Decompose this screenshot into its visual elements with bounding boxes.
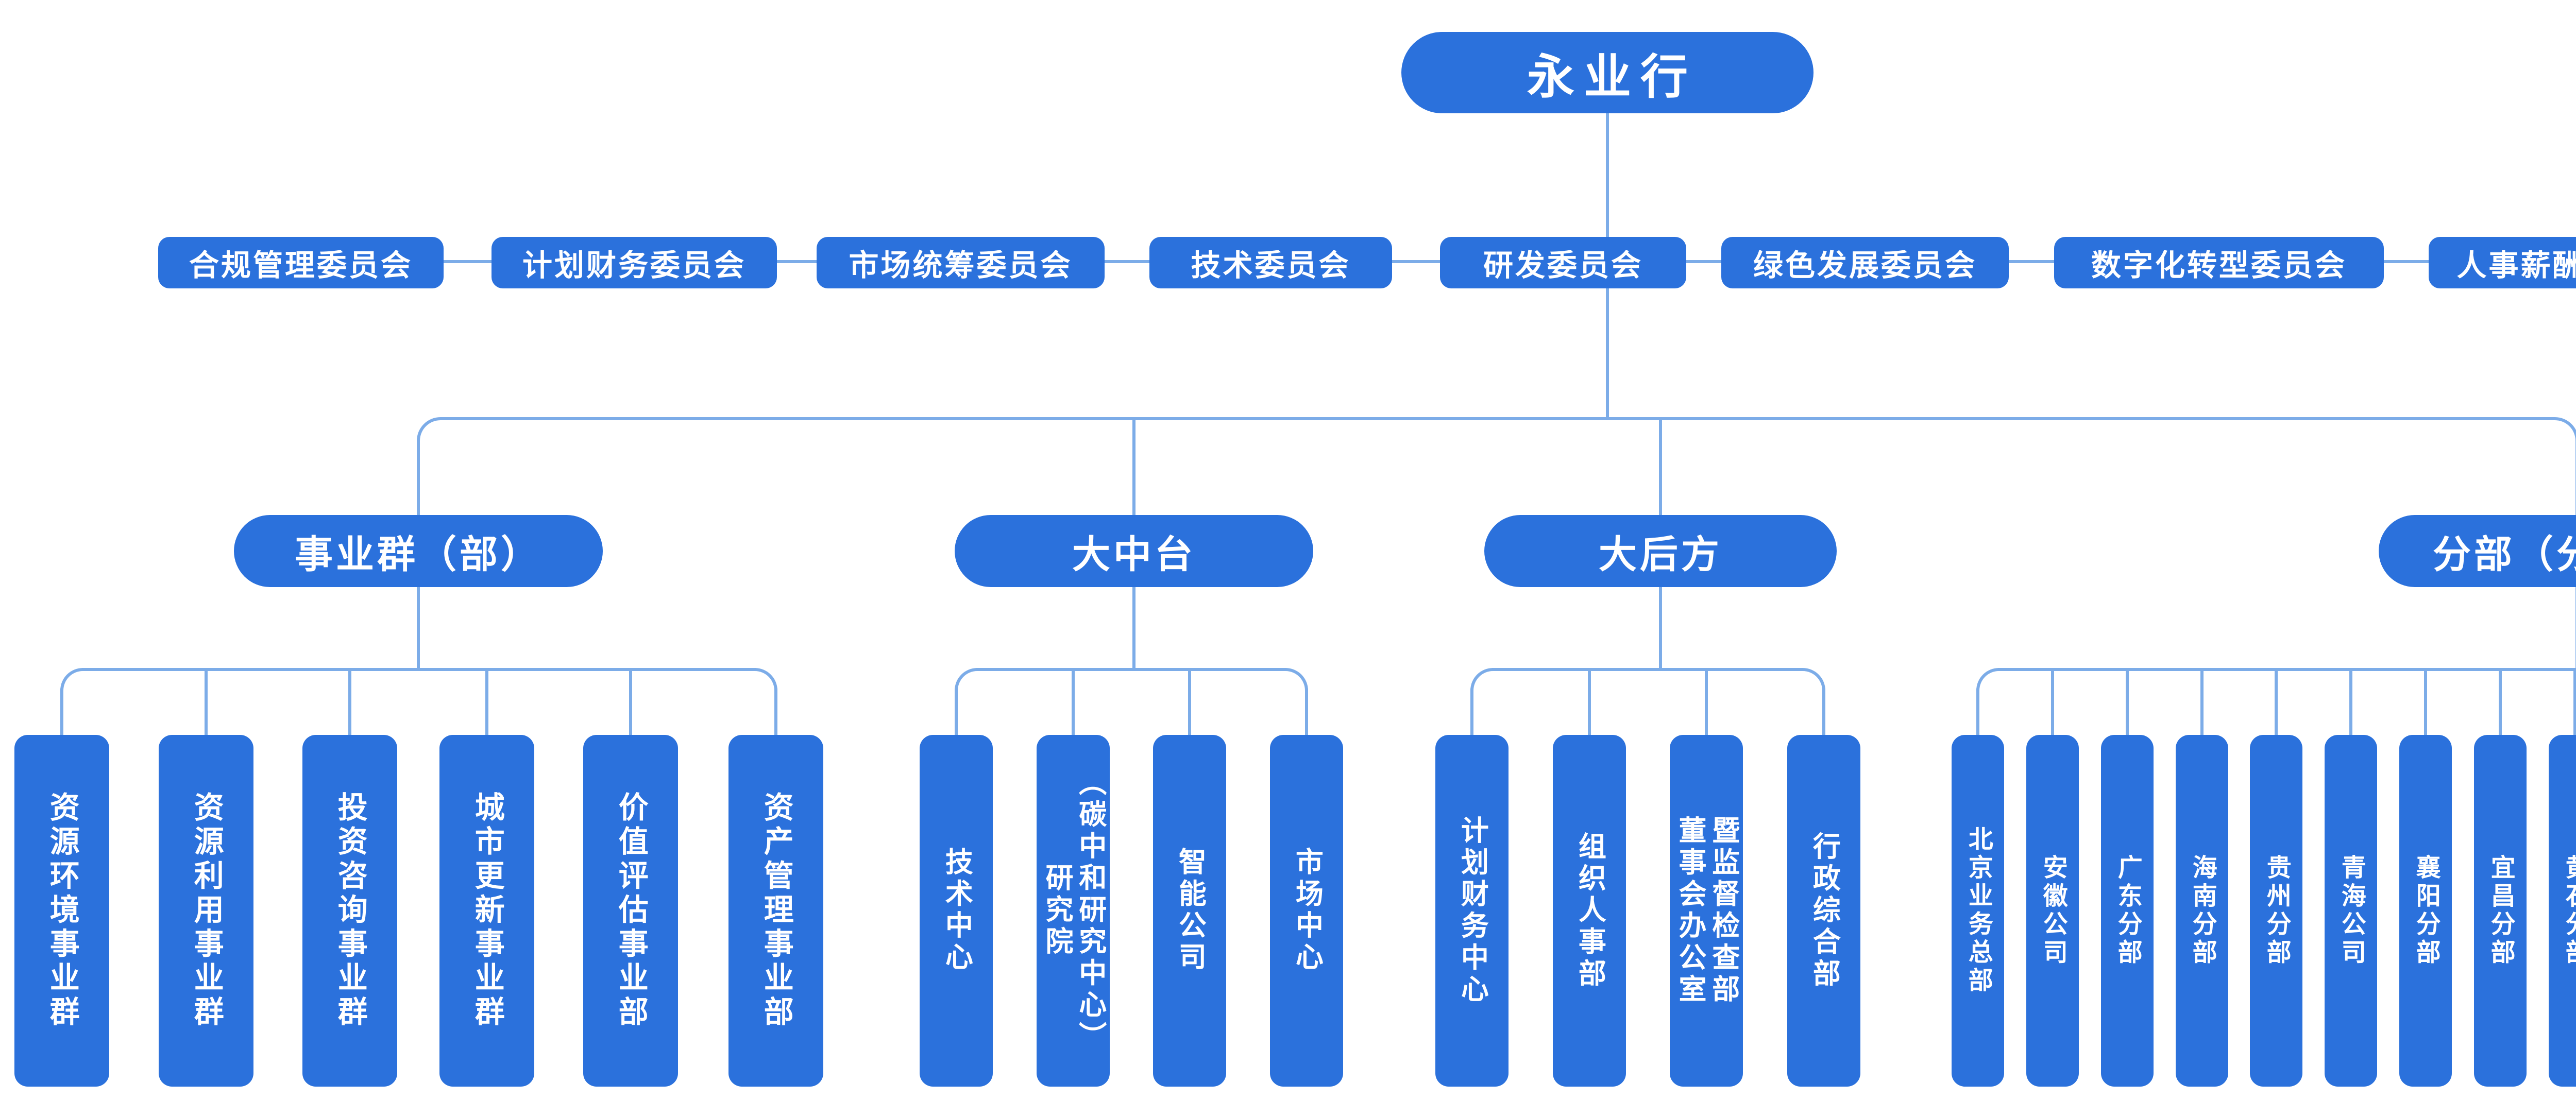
connector bbox=[417, 442, 420, 515]
branch-guizhou[interactable]: 贵州分部 bbox=[2250, 735, 2302, 1087]
dept-asset-management[interactable]: 资产管理事业部 bbox=[728, 735, 823, 1087]
connector-elbow bbox=[755, 668, 777, 691]
dept-market-center[interactable]: 市场中心 bbox=[1270, 735, 1343, 1087]
connector-bus-group3 bbox=[1492, 668, 1803, 671]
connector bbox=[2349, 671, 2352, 735]
committee-compliance-management[interactable]: 合规管理委员会 bbox=[158, 237, 444, 288]
dept-resource-environment[interactable]: 资源环境事业群 bbox=[14, 735, 109, 1087]
committee-market-coordination[interactable]: 市场统筹委员会 bbox=[817, 237, 1105, 288]
committee-hr-compensation[interactable]: 人事薪酬委员会 bbox=[2429, 237, 2576, 288]
dept-research-institute[interactable]: 研究院 （碳中和研究中心） bbox=[1037, 735, 1110, 1087]
connector bbox=[485, 671, 488, 735]
connector bbox=[1072, 671, 1075, 735]
connector bbox=[1588, 671, 1591, 735]
dept-planning-finance-center[interactable]: 计划财务中心 bbox=[1435, 735, 1509, 1087]
committee-research-development[interactable]: 研发委员会 bbox=[1440, 237, 1686, 288]
connector-bus-group1 bbox=[82, 668, 756, 671]
connector bbox=[1659, 420, 1662, 515]
connector bbox=[1686, 260, 1721, 263]
connector bbox=[1105, 260, 1149, 263]
connector-elbow bbox=[417, 417, 442, 444]
dept-tech-center[interactable]: 技术中心 bbox=[920, 735, 993, 1087]
connector bbox=[205, 671, 208, 735]
connector-bus-level2 bbox=[440, 417, 2554, 420]
connector-bus-group2 bbox=[976, 668, 1286, 671]
connector bbox=[60, 689, 63, 735]
group-branches[interactable]: 分部（分公司） bbox=[2379, 515, 2576, 587]
connector bbox=[1659, 587, 1662, 668]
connector-elbow bbox=[1285, 668, 1308, 691]
connector bbox=[955, 689, 958, 735]
connector-elbow bbox=[1976, 668, 1999, 691]
connector bbox=[1822, 689, 1825, 735]
branch-xiangyang[interactable]: 襄阳分部 bbox=[2399, 735, 2452, 1087]
connector-bus-group4 bbox=[1998, 668, 2576, 671]
branch-qinghai[interactable]: 青海公司 bbox=[2325, 735, 2377, 1087]
connector bbox=[2275, 671, 2278, 735]
connector bbox=[1305, 689, 1308, 735]
group-business-divisions[interactable]: 事业群（部） bbox=[234, 515, 603, 587]
connector bbox=[2424, 671, 2427, 735]
connector bbox=[774, 689, 777, 735]
connector bbox=[629, 671, 632, 735]
branch-yichang[interactable]: 宜昌分部 bbox=[2474, 735, 2527, 1087]
branch-hainan[interactable]: 海南分部 bbox=[2176, 735, 2228, 1087]
connector bbox=[1132, 587, 1136, 668]
connector bbox=[1132, 420, 1136, 515]
connector bbox=[1705, 671, 1708, 735]
dept-resource-utilization[interactable]: 资源利用事业群 bbox=[159, 735, 253, 1087]
committee-planning-finance[interactable]: 计划财务委员会 bbox=[492, 237, 777, 288]
committee-technology[interactable]: 技术委员会 bbox=[1149, 237, 1392, 288]
node-root-company[interactable]: 永业行 bbox=[1401, 32, 1814, 113]
connector bbox=[444, 260, 492, 263]
connector bbox=[2200, 671, 2204, 735]
group-middle-platform[interactable]: 大中台 bbox=[955, 515, 1313, 587]
connector-elbow bbox=[1470, 668, 1493, 691]
dept-board-office-supervision[interactable]: 董事会办公室 暨监督检查部 bbox=[1670, 735, 1743, 1087]
dept-organization-hr[interactable]: 组织人事部 bbox=[1553, 735, 1626, 1087]
connector bbox=[348, 671, 351, 735]
branch-guangdong[interactable]: 广东分部 bbox=[2101, 735, 2154, 1087]
connector-elbow bbox=[955, 668, 977, 691]
branch-beijing[interactable]: 北京业务总部 bbox=[1952, 735, 2004, 1087]
connector bbox=[1188, 671, 1191, 735]
connector bbox=[2499, 671, 2502, 735]
connector bbox=[2051, 671, 2054, 735]
committee-digital-transformation[interactable]: 数字化转型委员会 bbox=[2054, 237, 2384, 288]
connector bbox=[2009, 260, 2054, 263]
connector bbox=[2384, 260, 2429, 263]
connector bbox=[2573, 671, 2576, 735]
connector bbox=[2126, 671, 2129, 735]
connector bbox=[1976, 689, 1979, 735]
dept-intelligent-company[interactable]: 智能公司 bbox=[1153, 735, 1226, 1087]
connector bbox=[417, 587, 420, 668]
connector-elbow bbox=[60, 668, 83, 691]
dept-admin-general[interactable]: 行政综合部 bbox=[1787, 735, 1860, 1087]
connector bbox=[1392, 260, 1440, 263]
connector-elbow bbox=[2554, 417, 2576, 444]
group-back-office[interactable]: 大后方 bbox=[1484, 515, 1837, 587]
committee-green-development[interactable]: 绿色发展委员会 bbox=[1721, 237, 2009, 288]
dept-value-appraisal[interactable]: 价值评估事业部 bbox=[583, 735, 678, 1087]
connector bbox=[1470, 689, 1473, 735]
connector bbox=[777, 260, 817, 263]
connector-elbow bbox=[1803, 668, 1825, 691]
branch-huangshi[interactable]: 黄石分部 bbox=[2549, 735, 2576, 1087]
branch-anhui[interactable]: 安徽公司 bbox=[2026, 735, 2079, 1087]
dept-urban-renewal[interactable]: 城市更新事业群 bbox=[439, 735, 534, 1087]
dept-investment-consulting[interactable]: 投资咨询事业群 bbox=[302, 735, 397, 1087]
